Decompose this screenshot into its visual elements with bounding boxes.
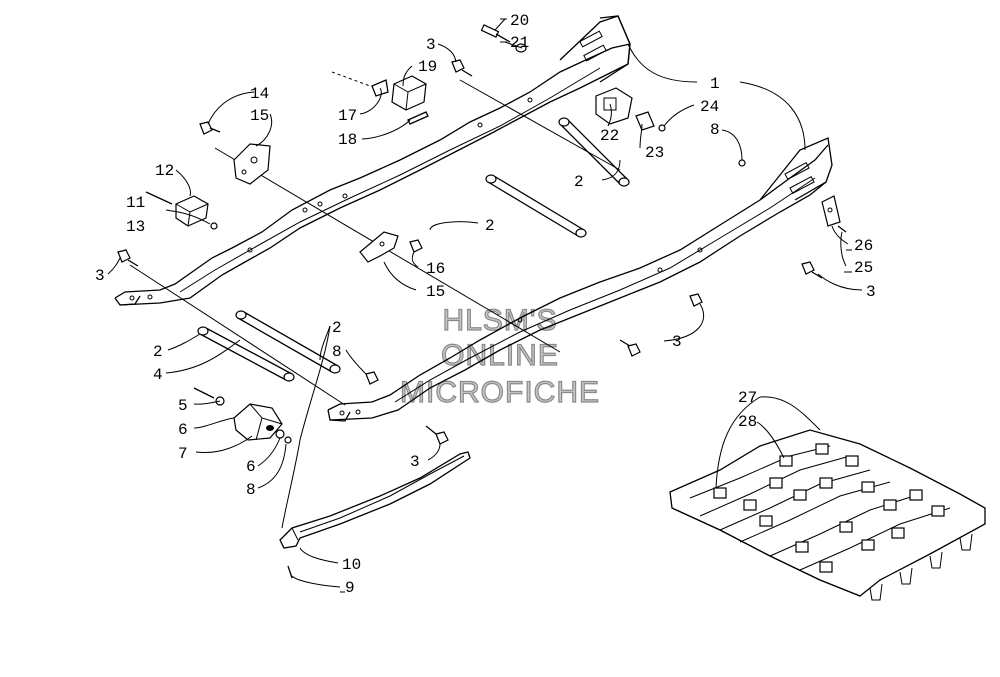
callout-16: 16 (426, 260, 445, 278)
watermark-line-3: MICROFICHE (400, 376, 600, 409)
callout-8-top: 8 (710, 121, 720, 139)
left-rail (114, 15, 631, 306)
callout-11: 11 (126, 194, 145, 212)
callout-4: 4 (153, 366, 163, 384)
callout-12: 12 (155, 162, 174, 180)
callout-24: 24 (700, 98, 719, 116)
bolt-3-lower (425, 425, 449, 445)
callout-15-mid: 15 (426, 283, 445, 301)
cross-shaft-front-lower (197, 326, 295, 382)
slide-10 (279, 451, 471, 549)
callout-18: 18 (338, 131, 357, 149)
callout-6-right: 6 (246, 458, 256, 476)
washer-6-right (275, 429, 285, 439)
nut-8-lower (284, 436, 292, 444)
bracket-15-mid (359, 231, 399, 263)
callout-13: 13 (126, 218, 145, 236)
callout-8-center: 8 (332, 343, 342, 361)
callout-6-left: 6 (178, 421, 188, 439)
bolt-3-right (801, 261, 823, 279)
nut-8-right (738, 159, 746, 167)
callout-19: 19 (418, 58, 437, 76)
callout-25: 25 (854, 259, 873, 277)
nut-13 (210, 222, 218, 230)
bolt-3-top (451, 59, 473, 77)
callout-5: 5 (178, 397, 188, 415)
bolt-20 (480, 24, 511, 43)
pin-18 (407, 111, 429, 125)
callout-14: 14 (250, 85, 269, 103)
idler-block-19 (391, 75, 427, 111)
spacer-23 (635, 111, 655, 131)
callout-26: 26 (854, 237, 873, 255)
bracket-15-upper (233, 143, 271, 185)
callout-1: 1 (710, 75, 720, 93)
callout-2-rear: 2 (574, 173, 584, 191)
bolt-3-left (117, 249, 139, 267)
cross-shaft-front-upper (235, 310, 341, 374)
cross-shaft-mid (485, 174, 587, 238)
callouts: 1 2 2 2 2 3 3 3 3 3 3 4 5 6 6 7 8 8 8 9 … (95, 12, 876, 597)
callout-3-lower: 3 (410, 453, 420, 471)
callout-3-center: 3 (672, 333, 682, 351)
block-22 (595, 87, 633, 125)
watermark-line-2: ONLINE (441, 339, 559, 372)
screw-25 (837, 225, 847, 233)
callout-20: 20 (510, 12, 529, 30)
callout-3-top: 3 (426, 36, 436, 54)
callout-3-left: 3 (95, 267, 105, 285)
callout-7: 7 (178, 445, 188, 463)
screw-9 (287, 565, 293, 579)
clip-17 (331, 71, 389, 97)
stopper-12 (175, 195, 209, 227)
callout-8-lower: 8 (246, 481, 256, 499)
bracket-26 (821, 195, 841, 227)
callout-2-left: 2 (153, 343, 163, 361)
bolt-14 (199, 121, 221, 135)
callout-17: 17 (338, 107, 357, 125)
callout-27: 27 (738, 389, 757, 407)
leader-lines (107, 18, 863, 588)
nut-8-center (365, 371, 379, 385)
callout-21: 21 (510, 34, 529, 52)
bolt-5 (193, 387, 215, 399)
track-section (669, 429, 986, 601)
callout-3-right: 3 (866, 283, 876, 301)
watermark: HLSM'S ONLINE MICROFICHE (399, 303, 600, 409)
callout-10: 10 (342, 556, 361, 574)
bolt-3-lower-mid (619, 339, 641, 357)
watermark-line-1: HLSM'S (442, 304, 557, 337)
callout-2-front: 2 (332, 319, 342, 337)
bolt-3-center (689, 293, 703, 307)
right-rail (327, 137, 833, 422)
bolt-11 (145, 191, 173, 205)
callout-23: 23 (645, 144, 664, 162)
callout-28: 28 (738, 413, 757, 431)
callout-dashes (340, 18, 852, 593)
nut-16 (409, 239, 423, 253)
callout-9: 9 (345, 579, 355, 597)
nut-24 (658, 124, 666, 132)
callout-2-mid: 2 (485, 217, 495, 235)
callout-15-upper: 15 (250, 107, 269, 125)
idler-wheel-7 (233, 403, 283, 441)
callout-22: 22 (600, 127, 619, 145)
